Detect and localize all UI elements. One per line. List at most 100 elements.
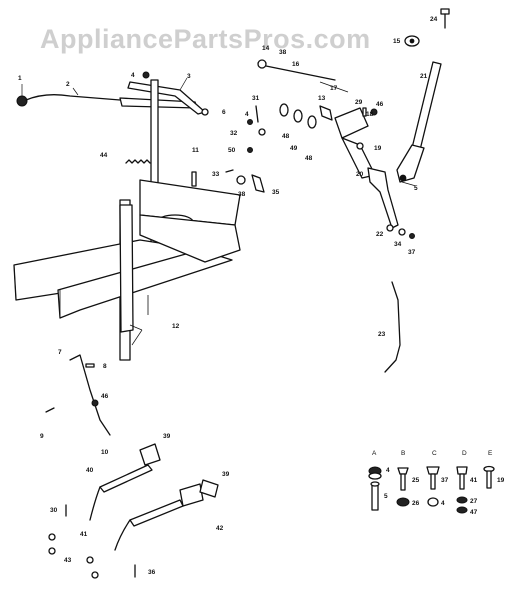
callout-13: 13 [318,95,326,102]
hw-nut-d1[interactable] [456,496,468,504]
part-rod-2[interactable] [16,94,121,107]
callout-17: 17 [330,85,338,92]
part-arm-12[interactable] [119,204,149,333]
callout-46: 46 [101,393,109,400]
part-11[interactable] [191,171,197,187]
part-50[interactable] [247,147,253,153]
part-46-right[interactable] [370,108,378,116]
part-46-left[interactable] [91,399,99,407]
callout-24: 24 [430,16,438,23]
part-38-lower[interactable] [236,175,246,185]
part-discs-48-49[interactable] [279,103,317,129]
callout-39a: 39 [163,433,171,440]
callout-4: 4 [131,72,135,79]
hw-label-4: 4 [386,467,390,474]
callout-43: 43 [64,557,72,564]
callout-40: 40 [86,467,94,474]
part-9[interactable] [45,407,55,413]
part-arm-20[interactable] [367,167,399,229]
part-nut-4b[interactable] [247,119,253,125]
hw-header-e: E [488,450,493,457]
part-washers-43[interactable] [48,533,99,579]
part-rod-16[interactable] [257,59,336,81]
part-bracket-29[interactable] [334,107,376,179]
part-18[interactable] [362,107,367,117]
part-17[interactable] [319,81,349,93]
part-32[interactable] [258,128,266,136]
part-35[interactable] [251,174,265,193]
callout-37: 37 [408,249,416,256]
hw-label-25: 25 [412,477,420,484]
hw-washer-c[interactable] [427,497,439,507]
callout-30: 30 [50,507,58,514]
callout-49: 49 [290,145,298,152]
part-13[interactable] [319,105,333,121]
part-bar-40[interactable] [89,443,161,521]
part-nut-4[interactable] [142,71,150,79]
leader-lines [21,77,417,346]
part-33[interactable] [225,169,234,173]
callout-9: 9 [40,433,44,440]
callout-7: 7 [58,349,62,356]
callout-6: 6 [222,109,226,116]
hw-label-26: 26 [412,500,420,507]
part-rod-23[interactable] [384,281,401,373]
part-19[interactable] [356,142,364,150]
hw-header-b: B [401,450,405,457]
hw-label-47: 47 [470,509,478,516]
callout-48b: 48 [305,155,313,162]
callout-8: 8 [103,363,107,370]
part-bar-42[interactable] [114,479,219,551]
hw-bolt-c[interactable] [426,466,440,490]
callout-32: 32 [230,130,238,137]
hw-nut-d2[interactable] [456,506,468,514]
callout-41: 41 [80,531,88,538]
part-small-5-34-37[interactable] [386,224,415,239]
part-lever-21[interactable] [396,61,442,183]
callout-39b: 39 [222,471,230,478]
callout-14: 14 [262,45,270,52]
callout-21: 21 [420,73,428,80]
hw-nut-a[interactable] [368,466,382,480]
hardware-table: A B C D E [368,450,505,516]
hw-bolt-d[interactable] [456,466,468,490]
hw-header-c: C [432,450,437,457]
hw-bolt-b[interactable] [397,467,409,491]
callout-38b: 38 [238,191,246,198]
callout-11: 11 [192,147,199,154]
hw-label-41: 41 [470,477,478,484]
hw-header-d: D [462,450,467,457]
callout-labels: 1 2 3 4 6 44 11 12 7 8 46 9 10 39 40 30 … [18,16,438,576]
part-31[interactable] [255,105,259,123]
part-frame-chassis [13,179,241,319]
callout-36: 36 [148,569,156,576]
callout-19: 19 [374,145,382,152]
callout-23: 23 [378,331,386,338]
part-bolt-24[interactable] [440,8,450,29]
part-nut-15[interactable] [404,35,420,47]
hw-bolt-a[interactable] [370,481,380,511]
hw-label-27: 27 [470,498,478,505]
callout-5: 5 [414,185,418,192]
hw-label-5: 5 [384,493,388,500]
callout-42: 42 [216,525,224,532]
part-8[interactable] [85,363,95,368]
hw-washer-b[interactable] [396,497,410,507]
callout-44: 44 [100,152,108,159]
part-arm-3[interactable] [119,81,209,116]
callout-2: 2 [66,81,70,88]
callout-46b: 46 [376,101,384,108]
callout-4b: 4 [245,111,249,118]
callout-35: 35 [272,189,280,196]
hw-label-19: 19 [497,477,505,484]
part-rod-7[interactable] [69,354,111,436]
part-spring-44[interactable] [125,159,151,164]
callout-18: 18 [366,111,374,118]
callout-38: 38 [279,49,287,56]
callout-33: 33 [212,171,220,178]
callout-31: 31 [252,95,260,102]
callout-10: 10 [101,449,109,456]
hw-label-4b: 4 [441,500,445,507]
hw-bolt-e[interactable] [483,465,495,489]
